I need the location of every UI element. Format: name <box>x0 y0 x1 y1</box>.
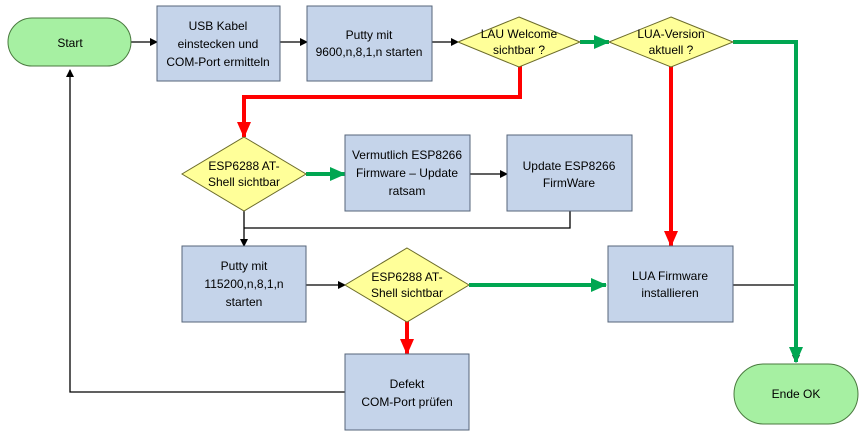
process-putty-115200-line2: 115200,n,8,1,n <box>204 277 283 291</box>
ende-terminal: Ende OK <box>733 363 859 425</box>
decision-esp-shell-1: ESP6288 AT- Shell sichtbar <box>181 136 307 212</box>
process-putty-9600: Putty mit 9600,n,8,1,n starten <box>306 5 433 82</box>
process-defekt: Defekt COM-Port prüfen <box>344 353 470 431</box>
process-putty-9600-line2: 9600,n,8,1,n starten <box>316 45 423 59</box>
decision-esp-shell-2: ESP6288 AT- Shell sichtbar <box>344 247 470 323</box>
start-label: Start <box>57 36 83 50</box>
decision-esp-shell-1-line2: Shell sichtbar <box>208 175 280 189</box>
process-defekt-line1: Defekt <box>390 377 425 391</box>
process-vermutlich: Vermutlich ESP8266 Firmware – Update rat… <box>344 134 471 212</box>
process-vermutlich-line1: Vermutlich ESP8266 <box>352 148 462 162</box>
process-usb-line2: einstecken und <box>178 37 259 51</box>
decision-esp-shell-2-line2: Shell sichtbar <box>371 286 443 300</box>
process-lua-install-line2: installieren <box>641 286 698 300</box>
process-usb-line3: COM-Port ermitteln <box>166 55 269 69</box>
process-putty-115200-line1: Putty mit <box>221 259 268 273</box>
arrow-update-to-putty115200 <box>244 211 571 229</box>
process-update-firmware-line2: FirmWare <box>543 176 596 190</box>
arrow-luaversion-yes <box>733 40 803 363</box>
process-lua-install: LUA Firmware installieren <box>607 245 734 323</box>
process-update-firmware: Update ESP8266 FirmWare <box>506 134 633 212</box>
decision-lua-version: LUA-Version aktuell ? <box>607 16 735 68</box>
process-vermutlich-line2: Firmware – Update <box>356 166 458 180</box>
start-terminal: Start <box>7 17 132 67</box>
decision-lau-welcome: LAU Welcome sichtbar ? <box>456 16 582 68</box>
arrow-lau-no <box>237 66 522 138</box>
process-lua-install-line1: LUA Firmware <box>632 269 708 283</box>
decision-lau-welcome-line1: LAU Welcome <box>481 27 558 41</box>
decision-lua-version-line2: aktuell ? <box>649 43 694 57</box>
decision-esp-shell-1-line1: ESP6288 AT- <box>208 159 279 173</box>
arrow-luainstall-to-ende <box>733 284 800 363</box>
arrow-defekt-to-start <box>66 69 345 393</box>
process-putty-9600-line1: Putty mit <box>346 28 393 42</box>
decision-lua-version-line1: LUA-Version <box>637 27 704 41</box>
process-defekt-line2: COM-Port prüfen <box>361 395 452 409</box>
process-usb: USB Kabel einstecken und COM-Port ermitt… <box>156 5 281 82</box>
process-usb-line1: USB Kabel <box>189 19 248 33</box>
process-putty-115200-line3: starten <box>226 295 263 309</box>
process-update-firmware-line1: Update ESP8266 <box>523 159 616 173</box>
process-putty-115200: Putty mit 115200,n,8,1,n starten <box>181 245 307 323</box>
decision-esp-shell-2-line1: ESP6288 AT- <box>371 270 442 284</box>
decision-lau-welcome-line2: sichtbar ? <box>493 43 545 57</box>
process-vermutlich-line3: ratsam <box>389 184 426 198</box>
ende-label: Ende OK <box>772 387 821 401</box>
